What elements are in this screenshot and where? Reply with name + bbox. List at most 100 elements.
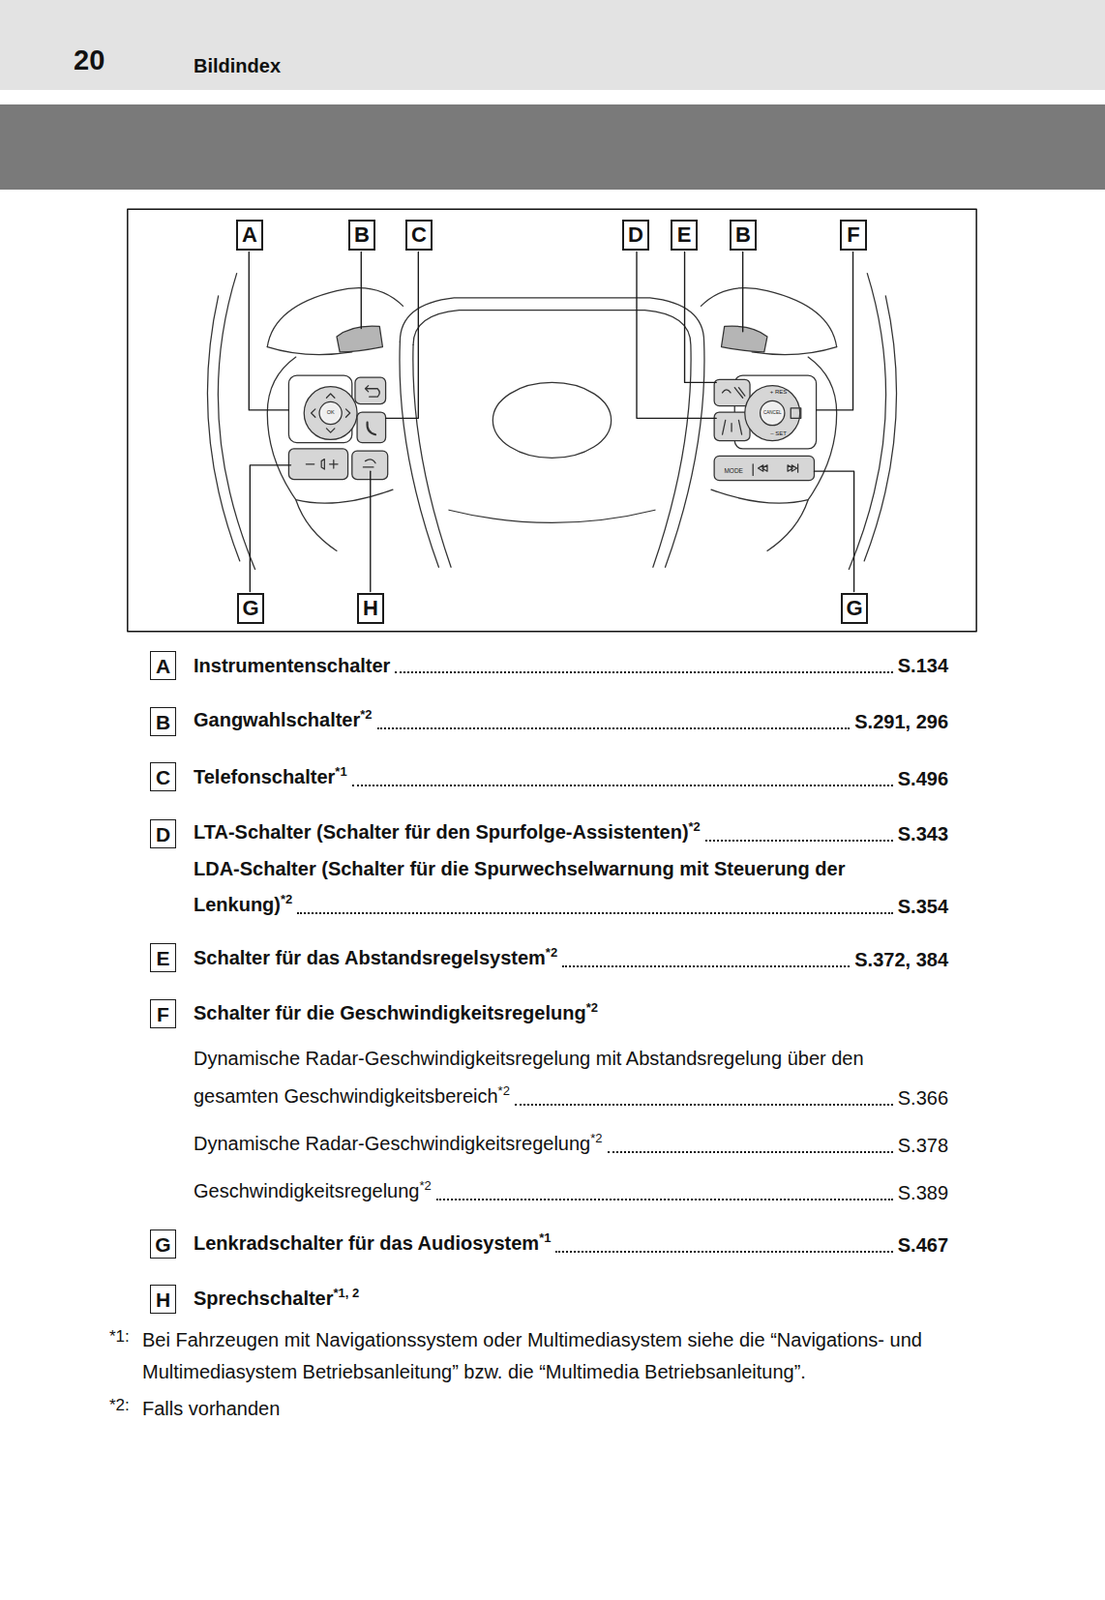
item-name: Instrumentenschalter bbox=[193, 655, 390, 677]
cruise-icon bbox=[790, 408, 802, 419]
callout-letter: G bbox=[845, 597, 863, 620]
lta-icon bbox=[722, 419, 743, 435]
list-text-wrap: LTA-Schalter (Schalter für den Spurfolge… bbox=[193, 817, 871, 850]
callout-letter: A bbox=[241, 224, 258, 246]
callout-box: G bbox=[840, 593, 868, 625]
list-row: LDA-Schalter (Schalter für die Spurwechs… bbox=[193, 851, 949, 926]
callout-letter: E bbox=[155, 948, 170, 969]
list-row: InstrumentenschalterS.134 bbox=[193, 651, 949, 682]
list-letter-box: F bbox=[149, 999, 177, 1029]
footnote-mark: *1: bbox=[109, 1321, 130, 1353]
list-text-wrap: Dynamische Radar-Geschwindigkeitsregelun… bbox=[193, 1040, 896, 1118]
list-text-wrap: LDA-Schalter (Schalter für die Spurwechs… bbox=[193, 851, 886, 926]
callout-letter: B bbox=[735, 224, 751, 246]
list-text-wrap: Telefonschalter*1 bbox=[193, 762, 871, 795]
callout-letter: G bbox=[154, 1234, 171, 1255]
list-text-wrap: Instrumentenschalter bbox=[193, 651, 871, 682]
page-ref: S.378 bbox=[897, 1131, 949, 1162]
footnote-ref: *2 bbox=[418, 1178, 431, 1194]
leader-line bbox=[685, 251, 717, 383]
dot-leader bbox=[514, 1104, 894, 1106]
dot-leader bbox=[394, 671, 893, 674]
list-text-wrap: Sprechschalter*1, 2 bbox=[193, 1284, 871, 1316]
footnote-ref: *2 bbox=[359, 707, 372, 722]
spoke-outline bbox=[296, 500, 337, 552]
list-letter-box: B bbox=[149, 707, 177, 737]
footnote-ref: *1 bbox=[538, 1230, 551, 1246]
hub-outline bbox=[413, 310, 691, 568]
list-letter-box: A bbox=[149, 651, 177, 681]
spoke-outline bbox=[711, 357, 837, 504]
dot-leader bbox=[436, 1198, 894, 1201]
list-letter-box: E bbox=[149, 943, 177, 973]
callout-letter: D bbox=[627, 224, 644, 246]
arrow-icon bbox=[311, 393, 351, 433]
list-row: Sprechschalter*1, 2 bbox=[193, 1284, 949, 1316]
paddle-shifter bbox=[721, 326, 768, 353]
list-letter-box: D bbox=[149, 819, 177, 849]
footnote-ref: *1, 2 bbox=[333, 1285, 360, 1301]
callout-letter: D bbox=[155, 824, 171, 845]
header-bar bbox=[0, 0, 1105, 90]
callout-letter: A bbox=[155, 656, 171, 677]
list-text-wrap: Geschwindigkeitsregelung*2 bbox=[193, 1176, 871, 1209]
list-row: Lenkradschalter für das Audiosystem*1 S.4… bbox=[193, 1228, 949, 1261]
ok-button bbox=[319, 401, 342, 424]
item-name: LTA-Schalter (Schalter für den Spurfolge… bbox=[193, 821, 689, 843]
phone-button bbox=[357, 412, 387, 444]
item-name: Schalter für die Geschwindigkeitsregelun… bbox=[193, 1002, 587, 1024]
list-row: Gangwahlschalter*2S.291, 296 bbox=[193, 705, 949, 738]
item-name: Schalter für das Abstandsregelsystem bbox=[193, 947, 546, 969]
page-ref: S.372, 384 bbox=[854, 945, 949, 976]
list-text-wrap: Schalter für die Geschwindigkeitsregelun… bbox=[193, 998, 871, 1031]
list-text-wrap: Gangwahlschalter*2 bbox=[193, 705, 871, 738]
phone-icon bbox=[367, 422, 377, 436]
list-letter-box: G bbox=[149, 1229, 177, 1259]
item-name: Gangwahlschalter bbox=[193, 709, 360, 731]
dot-leader bbox=[562, 965, 850, 968]
leader-line bbox=[249, 465, 291, 593]
callout-letter: H bbox=[362, 597, 379, 620]
item-name: Sprechschalter bbox=[193, 1287, 334, 1310]
footnote-text: Falls vorhanden bbox=[142, 1393, 280, 1425]
callout-letter: E bbox=[677, 224, 692, 246]
callout-letter: C bbox=[411, 224, 427, 246]
spoke-outline bbox=[767, 500, 808, 552]
footnote-ref: *2 bbox=[498, 1083, 510, 1099]
list-text-wrap: Dynamische Radar-Geschwindigkeitsregelun… bbox=[193, 1129, 871, 1162]
button-label: + RES bbox=[770, 388, 788, 395]
dot-leader bbox=[555, 1251, 893, 1254]
four-way-switch bbox=[303, 387, 358, 441]
callout-box: A bbox=[236, 219, 264, 251]
figure-frame bbox=[127, 209, 977, 632]
back-icon bbox=[365, 386, 381, 398]
rim-line bbox=[864, 296, 896, 562]
cruise-control-switch bbox=[745, 386, 801, 442]
leader-line bbox=[742, 251, 744, 331]
leader-line bbox=[360, 251, 362, 329]
item-name: LDA-Schalter (Schalter für die Spurwechs… bbox=[193, 858, 845, 916]
leader-line bbox=[369, 471, 371, 592]
page-ref: S.496 bbox=[897, 764, 949, 795]
button-label: – SET bbox=[770, 430, 787, 437]
callout-box: E bbox=[670, 219, 698, 251]
cancel-button bbox=[760, 400, 785, 425]
list-row: Schalter für das Abstandsregelsystem*2S.… bbox=[193, 943, 949, 976]
list-row: Telefonschalter*1 S.496 bbox=[193, 762, 949, 795]
callout-letter: F bbox=[846, 224, 860, 246]
list-row: Dynamische Radar-Geschwindigkeitsregelun… bbox=[193, 1040, 949, 1118]
spoke-outline bbox=[267, 357, 393, 504]
footnote-text: Bei Fahrzeugen mit Navigationssystem ode… bbox=[142, 1324, 994, 1389]
callout-letter: B bbox=[354, 224, 370, 246]
page-ref: S.467 bbox=[897, 1230, 949, 1261]
list-text-wrap: Lenkradschalter für das Audiosystem*1 bbox=[193, 1228, 871, 1261]
list-row: Geschwindigkeitsregelung*2 S.389 bbox=[193, 1176, 949, 1209]
item-subentry: Geschwindigkeitsregelung bbox=[193, 1180, 419, 1202]
page-ref: S.389 bbox=[897, 1178, 949, 1209]
button-label: CANCEL bbox=[763, 411, 782, 417]
dot-leader bbox=[352, 784, 894, 787]
distance-button bbox=[714, 379, 750, 406]
item-subentry: Dynamische Radar-Geschwindigkeitsregelun… bbox=[193, 1047, 865, 1107]
spoke-outline bbox=[267, 288, 403, 348]
